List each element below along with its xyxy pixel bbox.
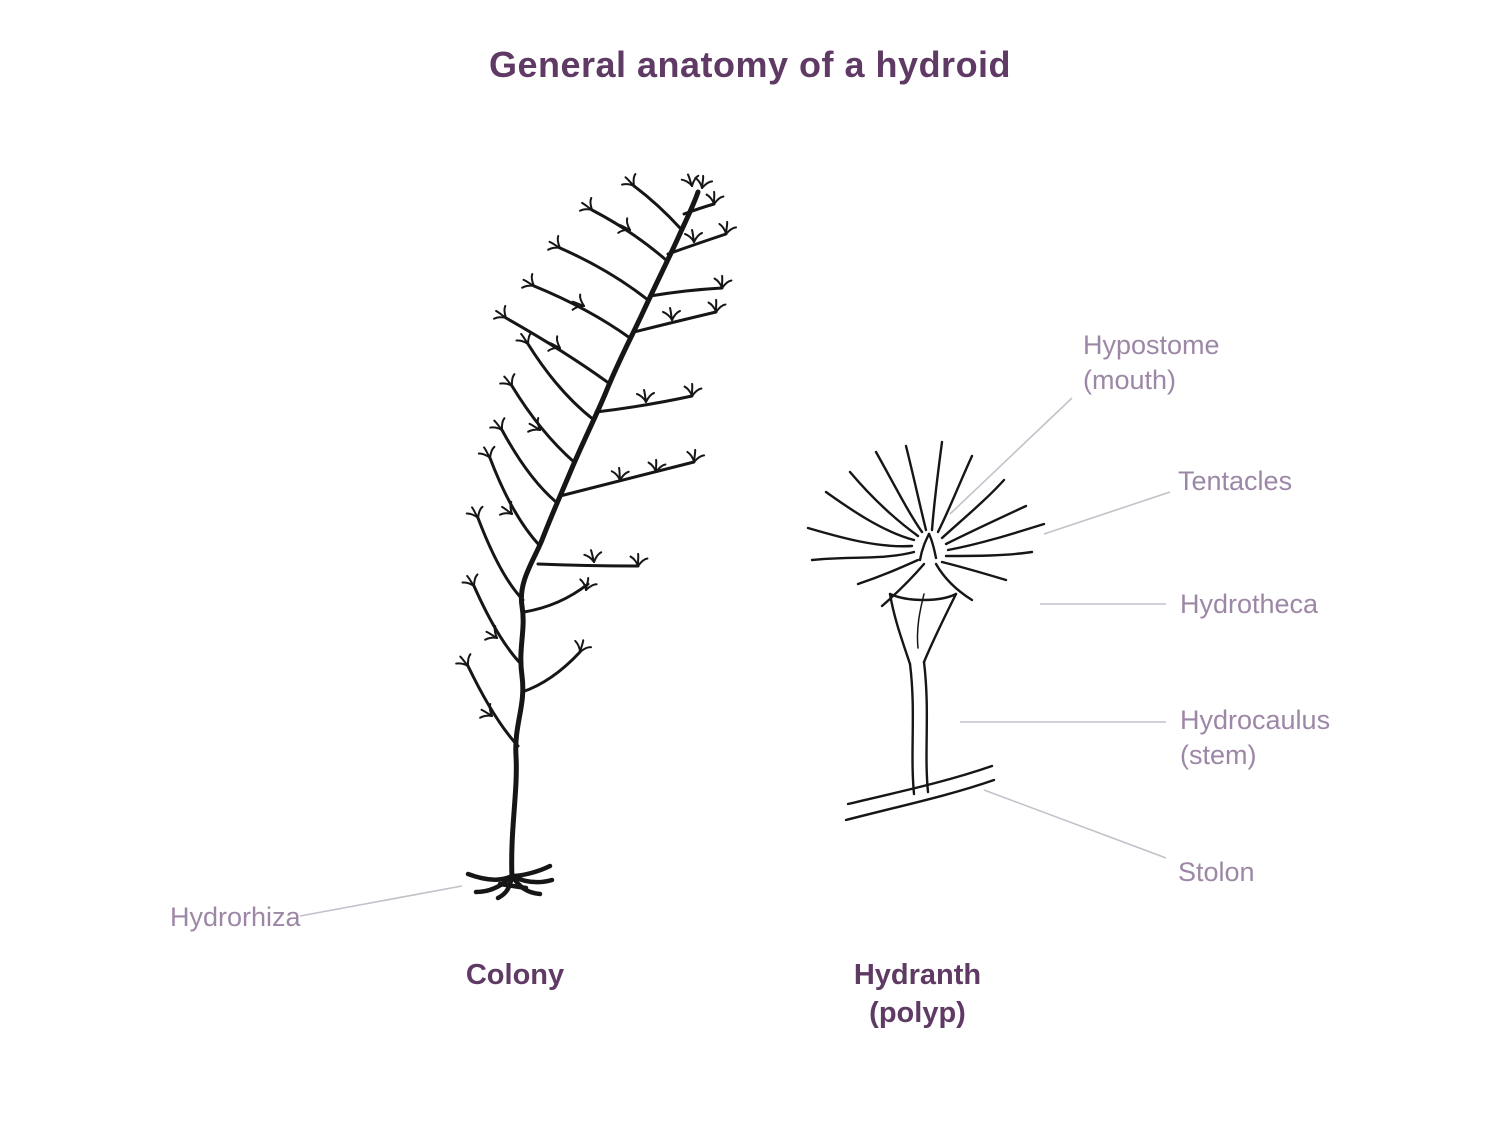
page-title: General anatomy of a hydroid <box>488 44 1012 85</box>
colony-branches-left <box>466 184 682 748</box>
hydrorhiza-leader-line <box>299 885 463 917</box>
hydrocaulus-label-line1: Hydrocaulus <box>1180 705 1331 735</box>
hydranth-caption: Hydranth (polyp) <box>820 956 1015 1032</box>
tentacles-leader-line <box>1043 491 1171 535</box>
hydranth-hypostome <box>918 532 938 562</box>
tentacles-label: Tentacles <box>1178 466 1293 496</box>
stolon-leader-line <box>983 789 1167 859</box>
hypostome-label-line2: (mouth) <box>1083 365 1177 395</box>
colony-trunk <box>509 189 701 881</box>
hypostome-leader-line <box>949 397 1073 515</box>
colony-branches-right <box>520 202 728 694</box>
hydrocaulus-label-line2: (stem) <box>1180 740 1257 770</box>
stolon-label: Stolon <box>1178 857 1255 887</box>
hydranth-hydrotheca <box>888 592 958 666</box>
colony-illustration <box>453 170 738 901</box>
colony-caption: Colony <box>465 959 565 991</box>
hydranth-stolon <box>844 764 996 822</box>
hypostome-label: Hypostome (mouth) <box>1083 328 1220 398</box>
hydranth-caption-line1: Hydranth <box>853 959 982 991</box>
hydranth-illustration <box>806 440 1046 822</box>
colony-polyp-tips <box>453 170 738 724</box>
hypostome-label-line1: Hypostome <box>1083 330 1220 360</box>
colony-hydrorhiza-roots <box>465 863 555 901</box>
hydrotheca-label: Hydrotheca <box>1180 589 1319 619</box>
hydrorhiza-label: Hydrorhiza <box>170 902 301 932</box>
hydranth-caption-line2: (polyp) <box>869 997 966 1029</box>
hydrocaulus-label: Hydrocaulus (stem) <box>1180 703 1330 773</box>
hydranth-tentacles <box>806 440 1046 608</box>
hydranth-hydrocaulus <box>908 660 930 796</box>
